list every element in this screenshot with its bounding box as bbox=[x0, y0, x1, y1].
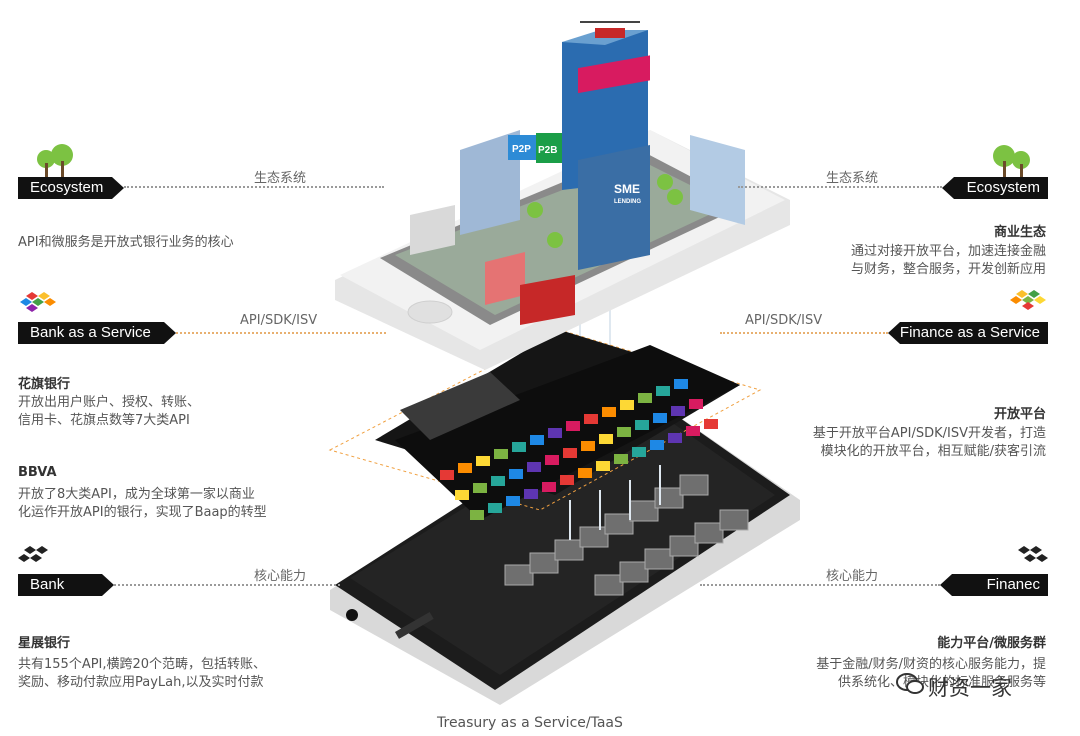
right-capability-heading: 能力平台/微服务群 bbox=[937, 636, 1046, 651]
right-platform-line-1: 基于开放平台API/SDK/ISV开发者，打造 bbox=[812, 426, 1046, 441]
p2p-sign: P2P bbox=[512, 144, 531, 155]
right-platform-line-2: 模块化的开放平台，相互赋能/获客引流 bbox=[820, 444, 1046, 459]
right-ecosystem-line-2: 与财务，整合服务，开发创新应用 bbox=[850, 262, 1046, 277]
bank-tag: Bank bbox=[18, 574, 114, 596]
left-ecosystem-connector-label: 生态系统 bbox=[250, 167, 311, 186]
p2b-sign: P2B bbox=[538, 145, 557, 156]
right-capability-line-1: 基于金融/财务/财资的核心服务能力，提 bbox=[816, 657, 1046, 672]
bbva-line-2: 化运作开放API的银行，实现了Baap的转型 bbox=[18, 505, 267, 520]
building-signs: P2P P2B SME LENDING bbox=[508, 133, 641, 205]
bank-as-a-service-tag: Bank as a Service bbox=[18, 322, 176, 344]
center-illustration: P2P P2B SME LENDING bbox=[328, 21, 800, 705]
sme-sign: SME bbox=[614, 182, 640, 196]
bbva-line-1: 开放了8大类API，成为全球第一家以商业 bbox=[18, 487, 255, 502]
bbva-heading: BBVA bbox=[18, 465, 57, 480]
server-racks bbox=[504, 474, 749, 596]
keyboard-keys bbox=[440, 379, 718, 520]
right-ecosystem-heading: 商业生态 bbox=[993, 225, 1046, 240]
city-buildings bbox=[410, 30, 745, 325]
right-capability-line-2: 供系统化、模块化的标准服务服务等 bbox=[837, 675, 1046, 690]
tree-icon-right bbox=[993, 145, 1030, 178]
right-platform-heading: 开放平台 bbox=[993, 407, 1046, 422]
colored-diamonds-icon bbox=[20, 292, 56, 312]
dbs-heading: 星展银行 bbox=[18, 636, 71, 651]
ecosystem-tag-right: Ecosystem bbox=[942, 177, 1048, 199]
dbs-line-2: 奖励、移动付款应用PayLah,以及实时付款 bbox=[18, 675, 264, 690]
watermark-text: 财资一家 bbox=[928, 676, 1012, 700]
left-ecosystem-connector bbox=[124, 186, 384, 188]
finance-as-a-service-tag: Finance as a Service bbox=[888, 322, 1048, 344]
wechat-icon bbox=[896, 673, 924, 694]
colored-diamonds-icon-right bbox=[1010, 290, 1046, 310]
right-ecosystem-connector-label: 生态系统 bbox=[822, 167, 883, 186]
black-diamonds-icon-right bbox=[1018, 546, 1048, 562]
left-api-connector bbox=[176, 332, 386, 334]
right-ecosystem-line-1: 通过对接开放平台，加速连接金融 bbox=[850, 244, 1046, 259]
right-api-connector-label: API/SDK/ISV bbox=[741, 313, 827, 328]
black-diamonds-icon-left bbox=[18, 546, 48, 562]
right-api-connector bbox=[720, 332, 888, 334]
bottom-caption: Treasury as a Service/TaaS bbox=[437, 715, 623, 731]
ecosystem-tag-left: Ecosystem bbox=[18, 177, 124, 199]
helicopter-icon bbox=[580, 21, 640, 38]
left-ecosystem-desc: API和微服务是开放式银行业务的核心 bbox=[18, 235, 234, 250]
tree-icon bbox=[37, 144, 73, 178]
lending-sign: LENDING bbox=[614, 199, 641, 205]
left-core-connector bbox=[114, 584, 340, 586]
left-api-connector-label: API/SDK/ISV bbox=[236, 313, 322, 328]
citi-line-2: 信用卡、花旗点数等7大类API bbox=[18, 413, 190, 428]
finanec-tag: Finanec bbox=[940, 574, 1048, 596]
citi-line-1: 开放出用户账户、授权、转账、 bbox=[18, 395, 201, 410]
right-ecosystem-connector bbox=[738, 186, 942, 188]
dbs-line-1: 共有155个API,横跨20个范畴，包括转账、 bbox=[18, 657, 267, 672]
citi-heading: 花旗银行 bbox=[18, 377, 71, 392]
right-core-connector bbox=[700, 584, 940, 586]
left-core-connector-label: 核心能力 bbox=[250, 565, 311, 584]
right-core-connector-label: 核心能力 bbox=[822, 565, 883, 584]
